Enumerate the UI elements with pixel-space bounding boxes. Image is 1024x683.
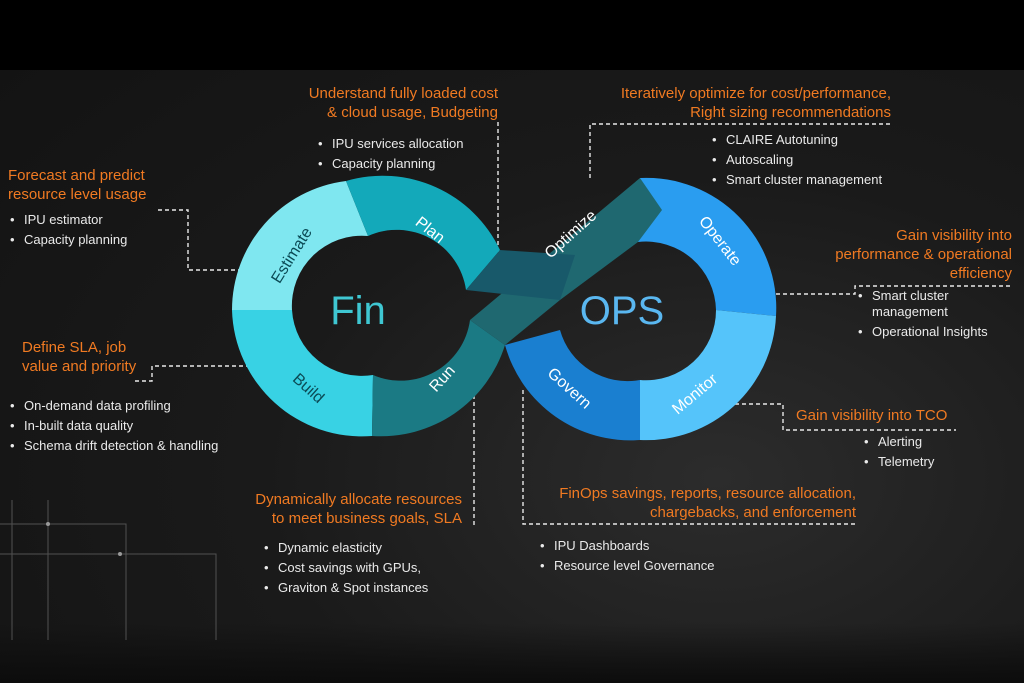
heading-line: value and priority <box>22 358 137 375</box>
connector-finops <box>522 390 855 525</box>
callout-dynamic-list: Dynamic elasticityCost savings with GPUs… <box>262 538 428 598</box>
callout-iterative-list: CLAIRE AutotuningAutoscalingSmart cluste… <box>710 130 882 190</box>
bullet-item: Operational Insights <box>856 324 1002 340</box>
callout-dynamic-heading: Dynamically allocate resources to meet bu… <box>255 490 462 528</box>
heading-line: Dynamically allocate resources <box>255 491 462 508</box>
callout-understand-items: IPU services allocationCapacity planning <box>316 128 464 174</box>
callout-understand-heading: Understand fully loaded cost & cloud usag… <box>309 84 498 122</box>
connector-lines <box>135 122 1010 525</box>
bullet-item: Autoscaling <box>710 150 882 170</box>
callout-finops-items: IPU DashboardsResource level Governance <box>538 530 714 576</box>
callout-understand-list: IPU services allocationCapacity planning <box>316 134 464 174</box>
heading-line: resource level usage <box>8 186 147 203</box>
heading-line: Understand fully loaded cost <box>308 85 498 102</box>
bullet-item: Alerting <box>862 432 934 452</box>
bullet-item: On-demand data profiling <box>8 396 218 416</box>
callout-visibility-tco-list: AlertingTelemetry <box>862 432 934 472</box>
segment-plan-shape <box>346 175 500 290</box>
callout-visibility-perf: Gain visibility into performance & operat… <box>835 226 1012 283</box>
heading-line: efficiency <box>949 265 1012 282</box>
bullet-item: Telemetry <box>862 452 934 472</box>
callout-finops: FinOps savings, reports, resource alloca… <box>559 484 856 522</box>
callout-finops-list: IPU DashboardsResource level Governance <box>538 536 714 576</box>
heading-line: performance & operational <box>835 246 1012 263</box>
bullet-item: Smart cluster management <box>710 170 882 190</box>
segment-operate-shape <box>638 177 777 316</box>
heading-line: chargebacks, and enforcement <box>650 504 856 521</box>
bullet-item: Smart cluster management <box>856 288 1002 320</box>
heading-line: & cloud usage, Budgeting <box>327 104 498 121</box>
heading-line: to meet business goals, SLA <box>271 510 462 527</box>
connector-define-sla <box>135 365 272 382</box>
segment-run-shape <box>372 320 505 437</box>
bullet-item: In-built data quality <box>8 416 218 436</box>
callout-forecast-list: IPU estimatorCapacity planning <box>8 210 146 250</box>
callout-define-sla-items: On-demand data profilingIn-built data qu… <box>8 390 218 456</box>
segment-estimate-shape <box>232 181 368 310</box>
callout-iterative: Iteratively optimize for cost/performanc… <box>621 84 891 122</box>
heading-line: Iteratively optimize for cost/performanc… <box>620 85 891 102</box>
ops-loop <box>466 177 777 441</box>
callout-finops-heading: FinOps savings, reports, resource alloca… <box>559 484 856 522</box>
segment-govern-shape <box>505 330 640 441</box>
heading-line: Define SLA, job <box>22 339 127 356</box>
heading-line: Right sizing recommendations <box>690 104 891 121</box>
fin-loop <box>232 175 505 437</box>
connector-forecast <box>158 209 262 271</box>
decorative-circuit-lines <box>0 500 217 640</box>
bullet-item: Capacity planning <box>316 154 464 174</box>
center-ops-label: OPS <box>580 289 664 333</box>
connector-visibility-tco <box>735 403 956 431</box>
heading-line: Forecast and predict <box>8 167 145 184</box>
bullet-item: Schema drift detection & handling <box>8 436 218 456</box>
segment-build-shape <box>232 310 373 437</box>
callout-visibility-perf-items: Smart cluster managementOperational Insi… <box>856 288 1002 344</box>
heading-line: Gain visibility into <box>896 227 1012 244</box>
center-fin-label: Fin <box>330 289 386 333</box>
callout-visibility-tco: Gain visibility into TCO <box>796 406 947 425</box>
segment-cross-shape <box>466 250 575 300</box>
callout-visibility-perf-list: Smart cluster managementOperational Insi… <box>856 288 1002 340</box>
bullet-item: Resource level Governance <box>538 556 714 576</box>
callout-visibility-perf-heading: Gain visibility into performance & operat… <box>835 226 1012 283</box>
bullet-item: Graviton & Spot instances <box>262 578 428 598</box>
callout-iterative-heading: Iteratively optimize for cost/performanc… <box>621 84 891 122</box>
bullet-item: Cost savings with GPUs, <box>262 558 428 578</box>
bullet-item: Dynamic elasticity <box>262 538 428 558</box>
bullet-item: Capacity planning <box>8 230 146 250</box>
connector-iterative <box>589 123 890 180</box>
heading-line: FinOps savings, reports, resource alloca… <box>559 485 856 502</box>
callout-dynamic: Dynamically allocate resources to meet bu… <box>255 490 462 528</box>
callout-forecast: Forecast and predict resource level usage… <box>8 166 146 250</box>
callout-understand: Understand fully loaded cost & cloud usag… <box>309 84 498 122</box>
callout-visibility-tco-heading: Gain visibility into TCO <box>796 406 947 425</box>
callout-define-sla-heading: Define SLA, job value and priority <box>22 338 136 376</box>
bullet-item: IPU estimator <box>8 210 146 230</box>
callout-visibility-tco-items: AlertingTelemetry <box>862 426 934 472</box>
callout-dynamic-items: Dynamic elasticityCost savings with GPUs… <box>262 532 428 598</box>
bullet-item: IPU services allocation <box>316 134 464 154</box>
callout-iterative-items: CLAIRE AutotuningAutoscalingSmart cluste… <box>710 124 882 190</box>
callout-define-sla-list: On-demand data profilingIn-built data qu… <box>8 396 218 456</box>
callout-define-sla: Define SLA, job value and priority <box>22 338 136 376</box>
bullet-item: CLAIRE Autotuning <box>710 130 882 150</box>
segment-monitor-shape <box>640 310 776 441</box>
heading-line: Gain visibility into TCO <box>796 407 948 424</box>
callout-forecast-heading: Forecast and predict resource level usage <box>8 166 146 204</box>
bullet-item: IPU Dashboards <box>538 536 714 556</box>
connector-visibility-perf <box>755 285 1010 295</box>
